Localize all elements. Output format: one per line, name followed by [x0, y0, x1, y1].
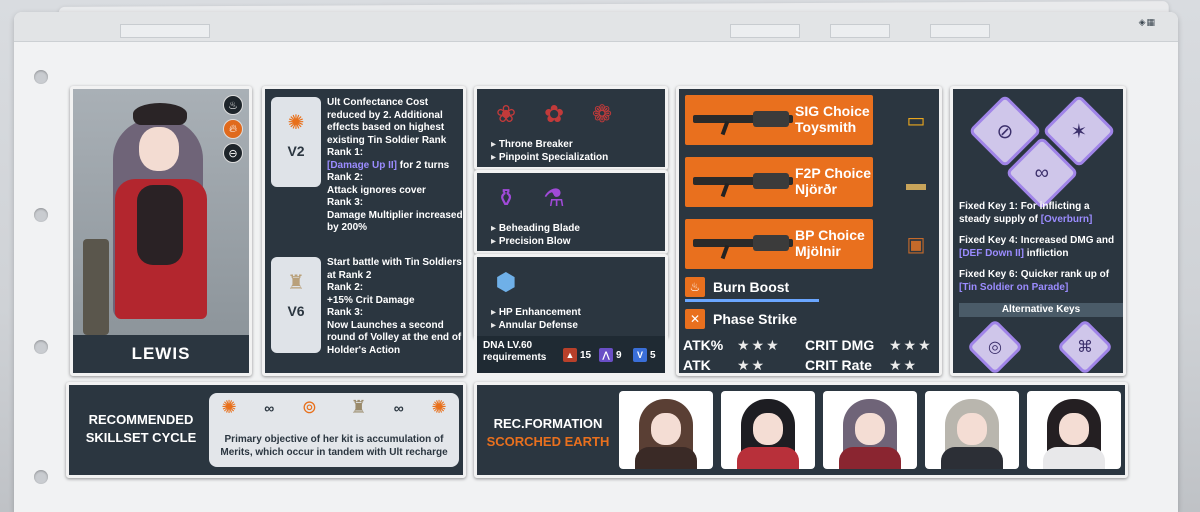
weapon-art	[693, 105, 793, 136]
arrow-stat-icon: ⋀	[599, 348, 613, 362]
flame-buff-icon: ♨	[685, 277, 705, 297]
dna-label-sub: requirements	[483, 352, 547, 363]
infinity-icon: ∞	[264, 399, 275, 416]
fixed-key-text: Fixed Key 6: Quicker rank up of [Tin Sol…	[959, 269, 1110, 293]
cycle-box: ✺ ∞ ⊚ ♜ ∞ ✺ Primary objective of her kit…	[209, 393, 459, 467]
ribbon-burst-icon: ✺	[431, 397, 447, 417]
fire-stat-icon: ▲	[563, 348, 577, 362]
binder-hole	[34, 70, 48, 84]
formation-label: REC.FORMATION	[493, 416, 603, 431]
skill-tag-v6: V6	[287, 303, 305, 319]
gear-item: Beheading Blade	[477, 223, 665, 236]
stat-label: ATK	[683, 357, 711, 373]
skill-v2-text: Ult Confectance Cost reduced by 2. Addit…	[327, 97, 463, 233]
dna-requirements: DNA LV.60 requirements ▲ 15 ⋀ 9 V 5	[474, 336, 668, 376]
skill-tag-v2: V2	[287, 143, 305, 159]
dna-label: DNA LV.60	[483, 340, 533, 351]
keys-panel: ⊘ ✶ ∞ Fixed Key 1: For inflicting a stea…	[950, 86, 1126, 376]
tin-soldier-icon: ♜	[350, 397, 367, 417]
fixed-key-text: Fixed Key 1: For inflicting a steady sup…	[959, 201, 1093, 225]
alt-key-2-icon[interactable]: ⌘	[1056, 318, 1114, 373]
crosshair-buff-icon: ✕	[685, 309, 705, 329]
formation-member[interactable]	[619, 391, 713, 469]
gear-item: Pinpoint Specialization	[477, 152, 665, 165]
formation-member[interactable]	[925, 391, 1019, 469]
gear-item: Precision Blow	[477, 236, 665, 249]
header-stamp	[730, 24, 800, 38]
shield-stat-icon: V	[633, 348, 647, 362]
red-flower-icon: ✿	[543, 100, 565, 128]
character-card[interactable]: ♨ 🔥︎ ⊖ LEWIS	[70, 86, 252, 376]
dna-stat: ▲ 15	[563, 348, 591, 362]
cycle-title: RECOMMENDED	[88, 412, 194, 427]
binder-hole	[34, 470, 48, 484]
skill-v6-card: ♜ V6	[271, 257, 321, 353]
infinity-icon: ∞	[393, 399, 404, 416]
alt-key-1-icon[interactable]: ◎	[966, 318, 1024, 373]
formation-name: SCORCHED EARTH	[486, 434, 610, 449]
formation-panel: REC.FORMATION SCORCHED EARTH	[474, 382, 1128, 478]
gear-item: HP Enhancement	[477, 307, 665, 320]
purple-flask-icon: ⚗	[543, 184, 565, 212]
crystal-tube-icon: ⬢	[495, 268, 517, 296]
dna-stat: ⋀ 9	[599, 348, 622, 362]
weapon-art	[693, 167, 793, 198]
card-icon: ▬	[906, 172, 926, 195]
alternative-keys-label: Alternative Keys	[959, 303, 1123, 317]
stat-label: CRIT DMG	[805, 337, 875, 353]
fire-icon: 🔥︎	[223, 119, 243, 139]
skillset-cycle-panel: RECOMMENDED SKILLSET CYCLE ✺ ∞ ⊚ ♜ ∞ ✺ P…	[66, 382, 466, 478]
formation-member[interactable]	[721, 391, 815, 469]
gear-set-1: ❀ ✿ ❁ Throne Breaker Pinpoint Specializa…	[474, 86, 668, 170]
buff-divider	[685, 299, 819, 302]
ribbon-burst-icon: ✺	[221, 397, 237, 417]
header-stamp	[120, 24, 210, 38]
ribbon-burst-icon: ✺	[287, 111, 305, 134]
stat-stars: ★★★	[889, 337, 933, 353]
stat-label: CRIT Rate	[805, 357, 872, 373]
binder-hole	[34, 340, 48, 354]
gear-item: Annular Defense	[477, 320, 665, 333]
stat-label: ATK%	[683, 337, 724, 353]
no-entry-icon: ⊖	[223, 143, 243, 163]
flame-outline-icon: ♨	[223, 95, 243, 115]
dna-stat: V 5	[633, 348, 656, 362]
treasure-chest-icon: ▣	[906, 233, 926, 256]
stat-stars: ★★★	[737, 337, 781, 353]
binder-hole	[34, 208, 48, 222]
red-rose-icon: ❀	[495, 100, 517, 128]
gear-set-3: ⬢ HP Enhancement Annular Defense	[474, 254, 668, 338]
brand-logo-icon: ◈▦	[1138, 18, 1156, 28]
stat-stars: ★★	[737, 357, 767, 373]
buff-phase-strike: ✕ Phase Strike	[685, 309, 797, 329]
weapon-art	[693, 229, 793, 260]
character-portrait	[73, 89, 249, 335]
buff-burn-boost: ♨ Burn Boost	[685, 277, 789, 297]
tin-soldier-icon: ♜	[287, 271, 305, 294]
gold-ticket-icon: ▭	[906, 109, 926, 132]
gear-item: Throne Breaker	[477, 139, 665, 152]
header-stamp	[830, 24, 890, 38]
gear-set-2: ⚱ ⚗ Beheading Blade Precision Blow	[474, 170, 668, 254]
skill-v6-text: Start battle with Tin Soldiers at Rank 2…	[327, 257, 462, 356]
cannon-icon: ⊚	[301, 397, 317, 417]
element-icons: ♨ 🔥︎ ⊖	[223, 95, 243, 163]
fixed-key-text: Fixed Key 4: Increased DMG and [DEF Down…	[959, 235, 1115, 259]
cycle-description: Primary objective of her kit is accumula…	[220, 434, 448, 458]
stat-stars: ★★	[889, 357, 919, 373]
header-stamp	[930, 24, 990, 38]
red-bloom-icon: ❁	[591, 100, 613, 128]
skills-panel: ✺ V2 Ult Confectance Cost reduced by 2. …	[262, 86, 466, 376]
character-name: LEWIS	[73, 335, 249, 373]
skill-v2-card: ✺ V2	[271, 97, 321, 187]
cycle-title-sub: SKILLSET CYCLE	[85, 430, 197, 445]
purple-potion-icon: ⚱	[495, 184, 517, 212]
formation-member[interactable]	[823, 391, 917, 469]
formation-member[interactable]	[1027, 391, 1121, 469]
